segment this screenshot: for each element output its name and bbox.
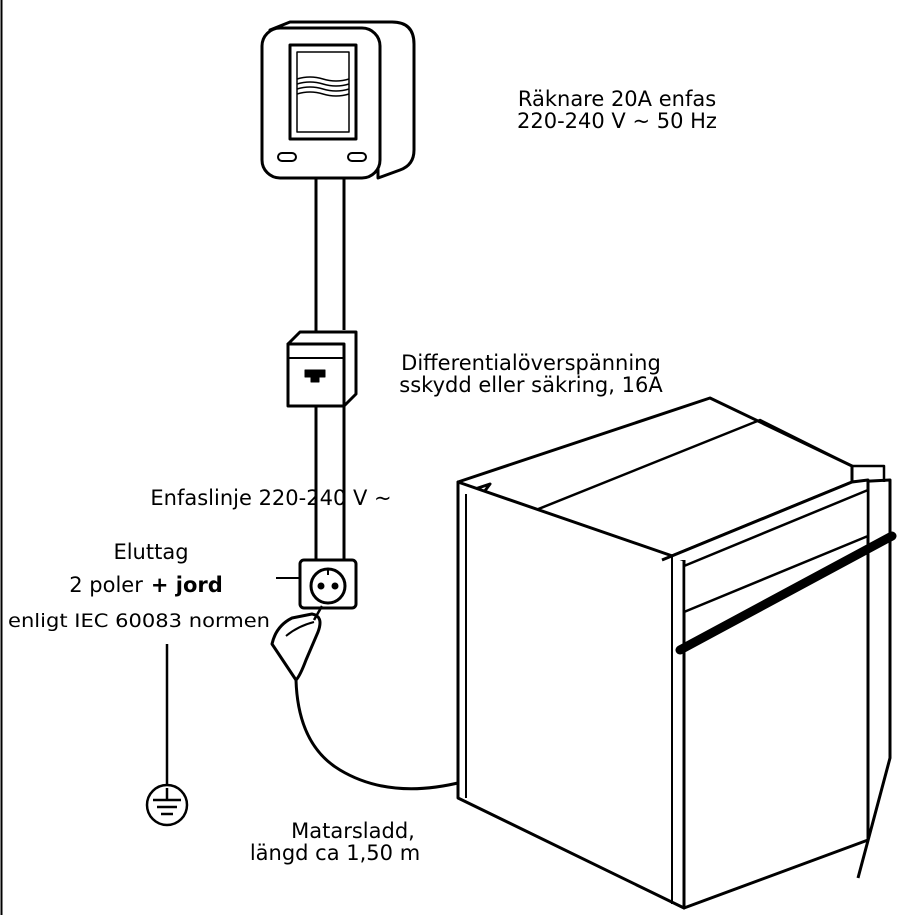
cable-label-line1: Matarsladd,	[291, 819, 415, 843]
outlet-label-line2: 2 poler + jord	[69, 573, 223, 597]
breaker-label-line2: sskydd eller säkring, 16A	[399, 373, 663, 397]
outlet-label-ground: + jord	[151, 573, 223, 597]
outlet-label-line3: enligt IEC 60083 normen	[8, 610, 270, 632]
cable-label-line2: längd ca 1,50 m	[250, 841, 420, 865]
outlet-label-line1: Eluttag	[113, 540, 188, 564]
built-in-oven-icon	[456, 396, 897, 910]
meter-label-line1: Räknare 20A enfas	[518, 87, 716, 111]
line-label: Enfaslinje 220-240 V ~	[150, 486, 391, 510]
meter-label-line2: 220-240 V ~ 50 Hz	[517, 109, 717, 133]
conduit	[314, 178, 346, 560]
outlet-label-poles: 2 poler	[69, 573, 143, 597]
ground-symbol-icon	[145, 644, 189, 827]
power-cable	[294, 679, 463, 791]
breaker-label-line1: Differentialöverspänning	[401, 351, 661, 375]
wall-socket-icon	[276, 558, 358, 610]
breaker-box-icon	[286, 330, 358, 408]
meter-icon	[260, 20, 416, 180]
plug-icon	[270, 605, 324, 682]
